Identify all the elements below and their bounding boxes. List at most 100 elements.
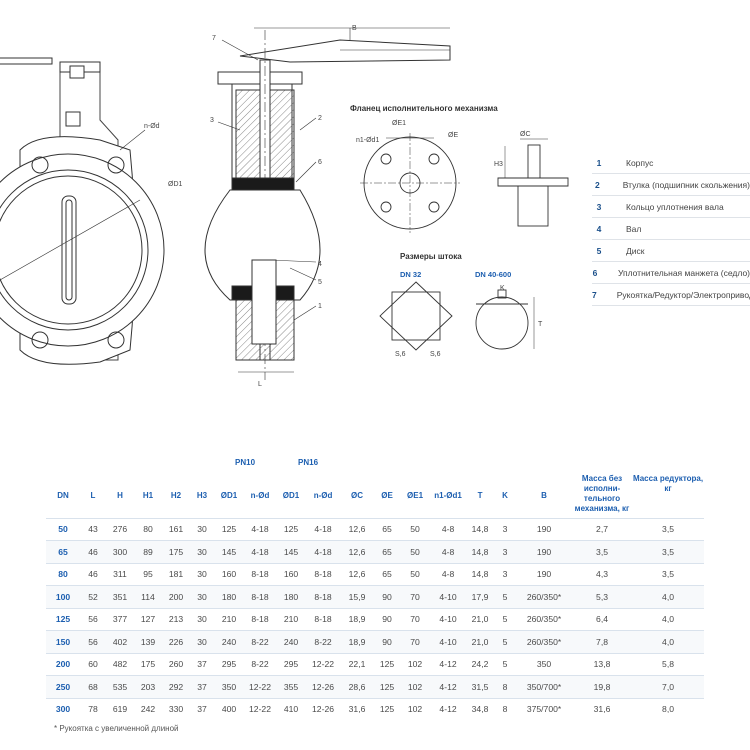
legend-text: Корпус bbox=[626, 157, 654, 168]
table-cell: 4-10 bbox=[430, 630, 467, 653]
table-cell: 3,5 bbox=[632, 517, 705, 541]
table-cell: 5 bbox=[494, 630, 517, 653]
table-cell: 43 bbox=[80, 517, 106, 541]
table-cell: 2,7 bbox=[572, 517, 633, 541]
table-cell: 114 bbox=[134, 585, 162, 608]
table-cell: 30 bbox=[190, 540, 214, 563]
table-cell: 21,0 bbox=[466, 630, 495, 653]
table-cell: 50 bbox=[400, 517, 431, 541]
dn-cell: 50 bbox=[46, 517, 80, 541]
dn-cell: 80 bbox=[46, 562, 80, 586]
table-cell: 180 bbox=[276, 585, 307, 608]
dim-nd: n-Ød bbox=[144, 123, 160, 130]
table-cell: 4-18 bbox=[244, 517, 277, 541]
table-cell: 70 bbox=[400, 607, 431, 631]
dim-e: ØE bbox=[448, 132, 458, 139]
dim-k: K bbox=[500, 285, 505, 292]
table-cell: 4-8 bbox=[430, 562, 467, 586]
table-cell: 5,8 bbox=[632, 652, 705, 676]
table-cell: 139 bbox=[134, 630, 162, 653]
table-cell: 18,9 bbox=[340, 607, 375, 631]
table-cell: 190 bbox=[516, 517, 573, 541]
table-cell: 31,6 bbox=[572, 697, 633, 720]
table-cell: 90 bbox=[374, 630, 401, 653]
table-cell: 203 bbox=[134, 675, 162, 698]
table-cell: 14,8 bbox=[466, 517, 495, 541]
table-cell: 351 bbox=[106, 585, 134, 608]
table-cell: 89 bbox=[134, 540, 162, 563]
table-cell: 56 bbox=[80, 630, 106, 653]
column-header: ØE bbox=[381, 490, 393, 500]
table-cell: 12,6 bbox=[340, 562, 375, 586]
table-cell: 295 bbox=[276, 652, 307, 676]
table-cell: 30 bbox=[190, 517, 214, 541]
table-cell: 19,8 bbox=[572, 675, 633, 698]
actuator-flange-drawing bbox=[360, 133, 569, 233]
table-cell: 5 bbox=[494, 585, 517, 608]
table-cell: 260 bbox=[162, 652, 190, 676]
table-cell: 181 bbox=[162, 562, 190, 586]
table-cell: 70 bbox=[400, 630, 431, 653]
table-cell: 95 bbox=[134, 562, 162, 586]
table-cell: 50 bbox=[400, 540, 431, 563]
legend-text: Уплотнительная манжета (седло) bbox=[617, 267, 750, 278]
table-cell: 12-22 bbox=[306, 652, 341, 676]
table-cell: 30 bbox=[190, 562, 214, 586]
table-cell: 8,0 bbox=[632, 697, 705, 720]
table-cell: 80 bbox=[134, 517, 162, 541]
table-cell: 4-18 bbox=[244, 540, 277, 563]
column-header: ØD1 bbox=[220, 490, 238, 500]
table-cell: 68 bbox=[80, 675, 106, 698]
table-cell: 30 bbox=[190, 630, 214, 653]
table-cell: 3 bbox=[494, 540, 517, 563]
legend-text: Втулка (подшипник скольжения) bbox=[622, 179, 750, 190]
dim-c: ØC bbox=[520, 131, 531, 138]
valve-front-view bbox=[0, 57, 165, 365]
dim-h3: H3 bbox=[494, 161, 503, 168]
table-cell: 180 bbox=[214, 585, 244, 608]
dim-s-left: S,6 bbox=[395, 351, 406, 358]
table-cell: 24,2 bbox=[466, 652, 495, 676]
table-cell: 210 bbox=[214, 607, 244, 631]
table-cell: 4-8 bbox=[430, 517, 467, 541]
dn-cell: 125 bbox=[46, 607, 80, 631]
table-cell: 213 bbox=[162, 607, 190, 631]
table-cell: 125 bbox=[374, 697, 401, 720]
stem-dn40-600-label: DN 40-600 bbox=[475, 270, 511, 279]
table-cell: 70 bbox=[400, 585, 431, 608]
table-cell: 125 bbox=[374, 675, 401, 698]
callout-4: 4 bbox=[318, 261, 322, 268]
table-cell: 330 bbox=[162, 697, 190, 720]
table-cell: 260/350* bbox=[516, 607, 573, 631]
legend-number: 6 bbox=[592, 267, 598, 278]
table-cell: 17,9 bbox=[466, 585, 495, 608]
table-cell: 56 bbox=[80, 607, 106, 631]
table-cell: 5,3 bbox=[572, 585, 633, 608]
table-cell: 65 bbox=[374, 540, 401, 563]
table-cell: 175 bbox=[162, 540, 190, 563]
table-cell: 125 bbox=[214, 517, 244, 541]
table-cell: 4-8 bbox=[430, 540, 467, 563]
table-cell: 65 bbox=[374, 562, 401, 586]
table-cell: 4,0 bbox=[632, 585, 705, 608]
table-cell: 8 bbox=[494, 697, 517, 720]
table-cell: 127 bbox=[134, 607, 162, 631]
table-cell: 161 bbox=[162, 517, 190, 541]
column-header: K bbox=[502, 490, 508, 500]
valve-side-section bbox=[204, 27, 451, 380]
dn-cell: 100 bbox=[46, 585, 80, 608]
table-cell: 3,5 bbox=[572, 540, 633, 563]
table-cell: 5 bbox=[494, 607, 517, 631]
legend-text: Кольцо уплотнения вала bbox=[626, 201, 724, 212]
table-cell: 4-12 bbox=[430, 697, 467, 720]
dim-d1: ØD1 bbox=[168, 181, 183, 188]
table-cell: 535 bbox=[106, 675, 134, 698]
table-cell: 145 bbox=[214, 540, 244, 563]
